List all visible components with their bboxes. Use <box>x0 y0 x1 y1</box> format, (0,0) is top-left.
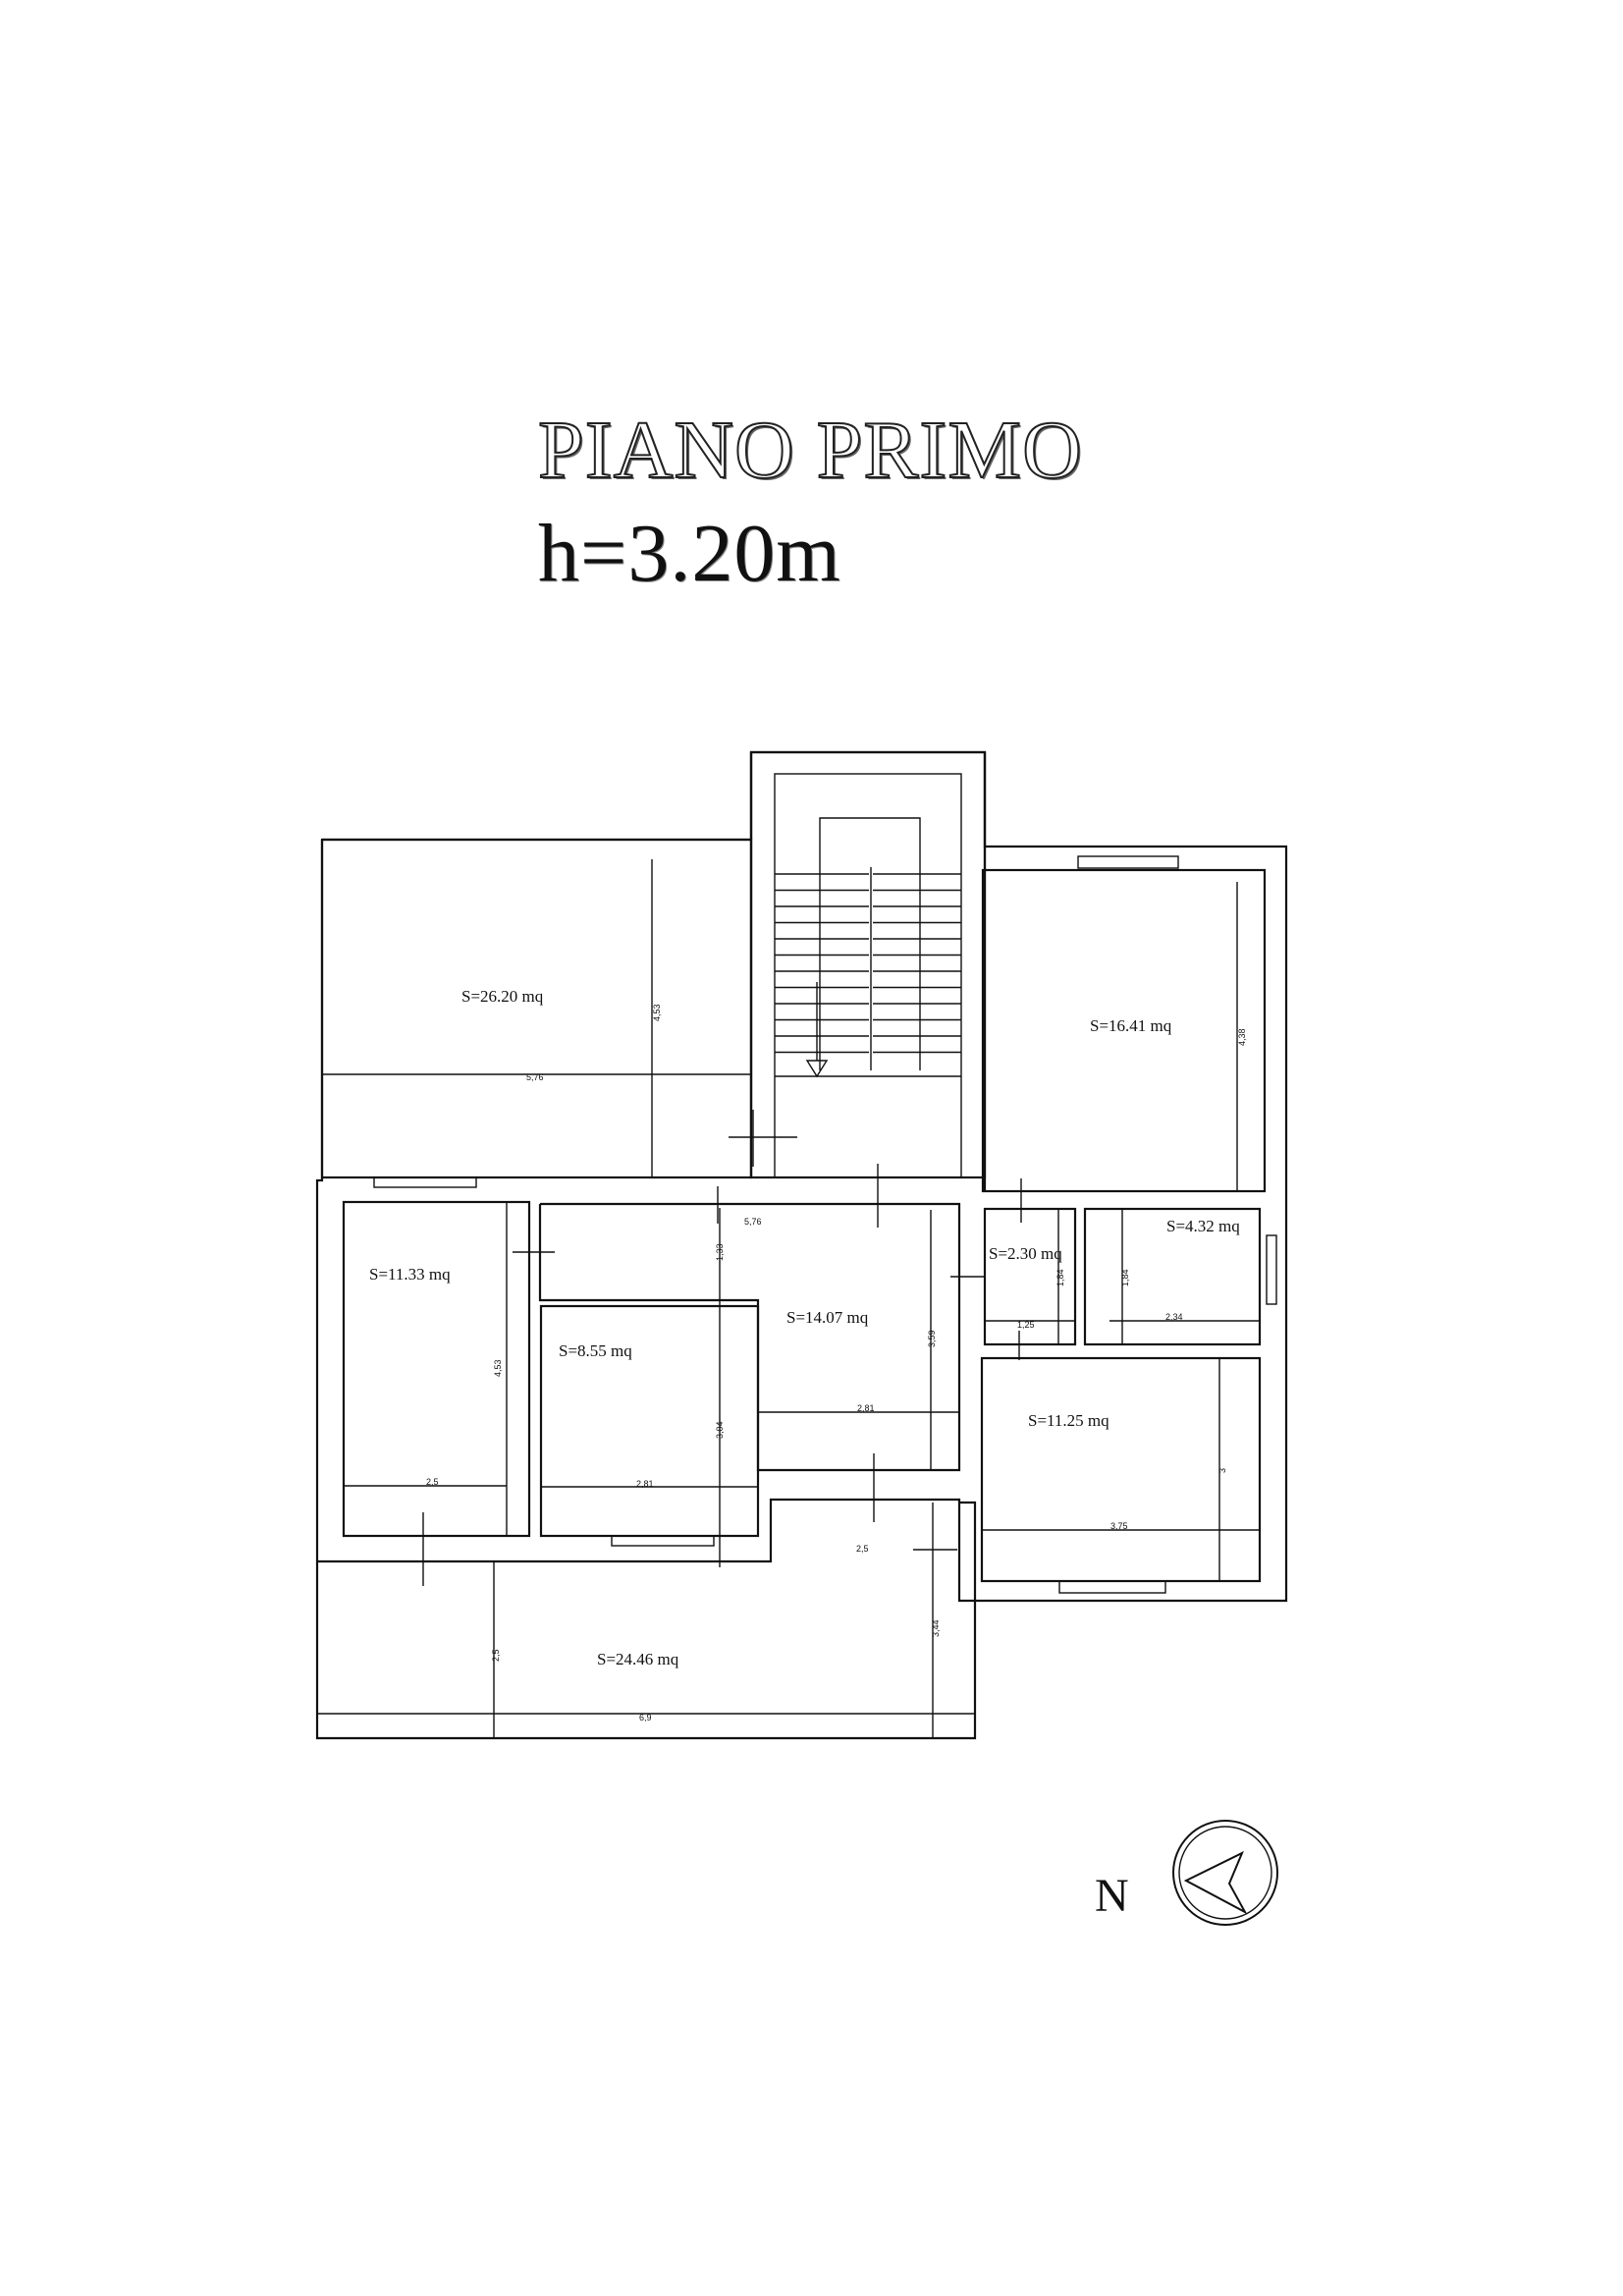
room-1-area: S=26.20 mq <box>461 987 544 1006</box>
room-2-dim-v: 4,38 <box>1237 1028 1247 1046</box>
room-5-dim-left: 1,33 <box>715 1243 725 1261</box>
room-9-dim-v: 3,44 <box>931 1619 941 1637</box>
room-8-dim-h: 3,75 <box>1110 1521 1128 1531</box>
room-8 <box>980 1356 1262 1594</box>
room-5-dim-h: 2,81 <box>857 1403 875 1413</box>
room-6-dim-v: 1,84 <box>1055 1269 1065 1286</box>
room-9-area: S=24.46 mq <box>597 1650 679 1668</box>
room-3-dim-h: 2,5 <box>426 1477 439 1487</box>
north-compass <box>1172 1820 1278 1926</box>
room-2 <box>981 855 1267 1193</box>
room-3-dim-v: 4,53 <box>493 1359 503 1377</box>
room-6-dim-h: 1,25 <box>1017 1320 1035 1330</box>
room-1 <box>320 838 797 1188</box>
room-5 <box>538 1186 985 1567</box>
room-6 <box>983 1178 1077 1360</box>
room-8-area: S=11.25 mq <box>1028 1411 1109 1430</box>
room-4-dim-v: 3,04 <box>715 1421 725 1439</box>
room-9-dim-top: 2,5 <box>856 1544 869 1554</box>
room-2-area: S=16.41 mq <box>1090 1016 1172 1035</box>
room-9-dim-h: 6,9 <box>639 1713 652 1722</box>
outer-walls <box>315 750 1288 1740</box>
room-3-area: S=11.33 mq <box>369 1265 451 1284</box>
room-1-dim-h: 5,76 <box>526 1072 544 1082</box>
room-4-dim-h: 2,81 <box>636 1479 654 1489</box>
room-4 <box>539 1304 760 1547</box>
room-5-dim-top: 5,76 <box>744 1217 762 1227</box>
stairwell <box>749 750 987 1228</box>
room-8-dim-v: 3 <box>1217 1468 1227 1473</box>
room-3 <box>342 1200 555 1586</box>
room-7-area: S=4.32 mq <box>1166 1217 1240 1235</box>
room-5-area: S=14.07 mq <box>786 1308 869 1327</box>
room-9 <box>317 1498 975 1738</box>
room-7-dim-h: 2,34 <box>1165 1312 1183 1322</box>
ceiling-height: h=3.20m <box>538 508 841 599</box>
room-1-dim-v: 4,53 <box>652 1004 662 1021</box>
north-label: N <box>1095 1870 1129 1922</box>
room-9-dim-v2: 2,5 <box>491 1649 501 1662</box>
room-7 <box>1083 1207 1277 1346</box>
room-4-area: S=8.55 mq <box>559 1341 632 1360</box>
room-5-dim-v: 3,59 <box>927 1330 937 1347</box>
room-7-dim-v: 1,84 <box>1120 1269 1130 1286</box>
plan-title: PIANO PRIMO <box>537 404 1083 497</box>
room-6-area: S=2.30 mq <box>989 1244 1062 1263</box>
